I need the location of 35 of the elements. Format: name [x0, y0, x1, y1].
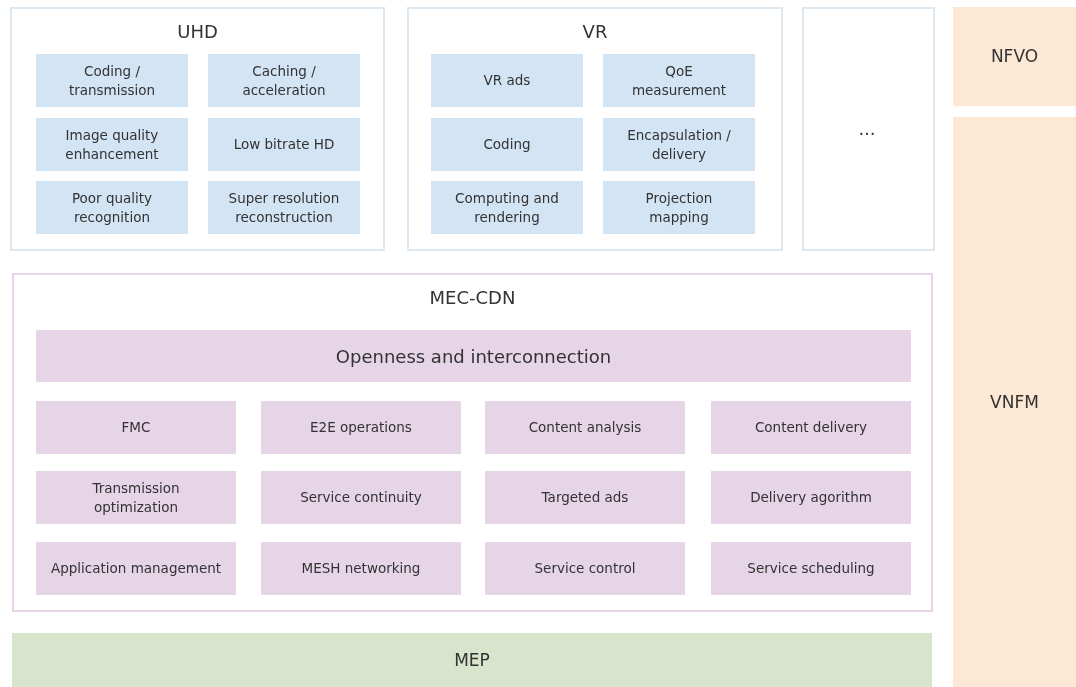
mec-cdn-panel	[12, 273, 933, 612]
function-box: Service control	[485, 542, 685, 595]
function-box: VR ads	[431, 54, 583, 107]
function-box: Low bitrate HD	[208, 118, 360, 171]
function-box: Content delivery	[711, 401, 911, 454]
function-box: Poor quality recognition	[36, 181, 188, 234]
vr-panel	[407, 7, 783, 251]
function-box: Super resolution reconstruction	[208, 181, 360, 234]
function-box: Encapsulation / delivery	[603, 118, 755, 171]
function-box: Coding	[431, 118, 583, 171]
function-box: Computing and rendering	[431, 181, 583, 234]
function-box: Projection mapping	[603, 181, 755, 234]
nfvo-block: NFVO	[953, 7, 1076, 106]
function-box: Caching / acceleration	[208, 54, 360, 107]
function-box: Service continuity	[261, 471, 461, 524]
panel-title: VR	[582, 21, 608, 42]
function-box: E2E operations	[261, 401, 461, 454]
openness-bar: Openness and interconnection	[36, 330, 911, 382]
function-box: Application management	[36, 542, 236, 595]
function-box: MESH networking	[261, 542, 461, 595]
function-box: Image quality enhancement	[36, 118, 188, 171]
function-box: Content analysis	[485, 401, 685, 454]
panel-title: MEC-CDN	[429, 287, 516, 308]
mep-bar: MEP	[12, 633, 932, 687]
panel-title: UHD	[177, 21, 218, 42]
uhd-panel	[10, 7, 385, 251]
placeholder-panel: …	[802, 7, 935, 251]
function-box: Delivery agorithm	[711, 471, 911, 524]
function-box: Coding / transmission	[36, 54, 188, 107]
function-box: QoE measurement	[603, 54, 755, 107]
function-box: Service scheduling	[711, 542, 911, 595]
vnfm-block: VNFM	[953, 117, 1076, 687]
function-box: Targeted ads	[485, 471, 685, 524]
function-box: Transmission optimization	[36, 471, 236, 524]
function-box: FMC	[36, 401, 236, 454]
